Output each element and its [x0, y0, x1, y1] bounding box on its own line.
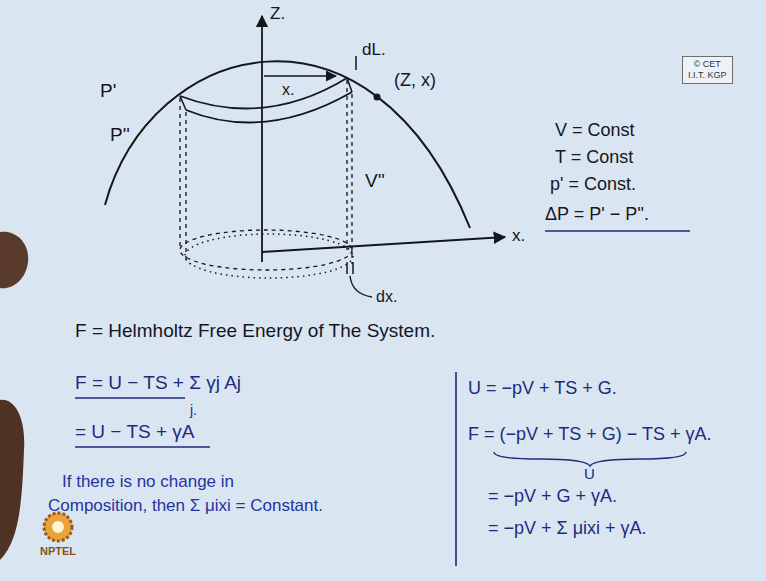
underbrace: [494, 452, 686, 466]
equation: = −pV + Σ μixi + γA.: [488, 518, 647, 539]
watermark-text: I.I.T. KGP: [688, 70, 727, 81]
equation: F = U − TS + Σ γj Aj: [75, 372, 241, 394]
equation: = −pV + G + γA.: [488, 486, 617, 507]
base-ring: [185, 234, 353, 278]
note: Composition, then Σ μixi = Constant.: [48, 496, 323, 516]
equation: F = (−pV + TS + G) − TS + γA.: [468, 424, 711, 445]
radius-label: x.: [282, 81, 294, 99]
hand: [0, 232, 28, 288]
x-axis: [262, 237, 505, 252]
watermark-text: © CET: [688, 59, 727, 70]
projection-lines: [180, 80, 352, 270]
axis-label: Z.: [270, 4, 285, 24]
condition: ΔP = P' − P''.: [545, 204, 649, 225]
note: If there is no change in: [62, 472, 234, 492]
condition: p' = Const.: [550, 174, 636, 195]
width-label: dx.: [376, 288, 397, 306]
volume-label: V'': [365, 170, 385, 192]
interface-curve: [105, 61, 470, 228]
pressure-label: P': [100, 80, 116, 102]
dx-pointer: [350, 276, 372, 297]
radius-arrow: [264, 75, 336, 77]
axis-label: x.: [512, 226, 525, 246]
length-label: dL.: [362, 40, 386, 60]
logo-text: NPTEL: [40, 545, 76, 558]
definition: F = Helmholtz Free Energy of The System.: [75, 320, 435, 342]
underlines: [75, 231, 690, 447]
condition: T = Const: [555, 147, 633, 168]
ring-strip: [186, 92, 352, 122]
watermark-box: © CETI.I.T. KGP: [682, 56, 733, 84]
brace-label: U: [584, 465, 595, 482]
nptel-logo: [44, 513, 72, 541]
hand: [0, 400, 24, 560]
nptel-logo: [52, 521, 64, 533]
ring-strip: [180, 78, 347, 108]
sum-index: j.: [190, 402, 197, 418]
equation: = U − TS + γA: [75, 421, 195, 443]
equation: U = −pV + TS + G.: [468, 378, 617, 399]
divider: [455, 372, 457, 566]
condition: V = Const: [555, 120, 635, 141]
pressure-label: P'': [110, 124, 130, 146]
dl-tick: [355, 56, 357, 70]
z-axis: [261, 16, 263, 262]
point-label: (Z, x): [394, 70, 436, 91]
point: [374, 94, 381, 101]
